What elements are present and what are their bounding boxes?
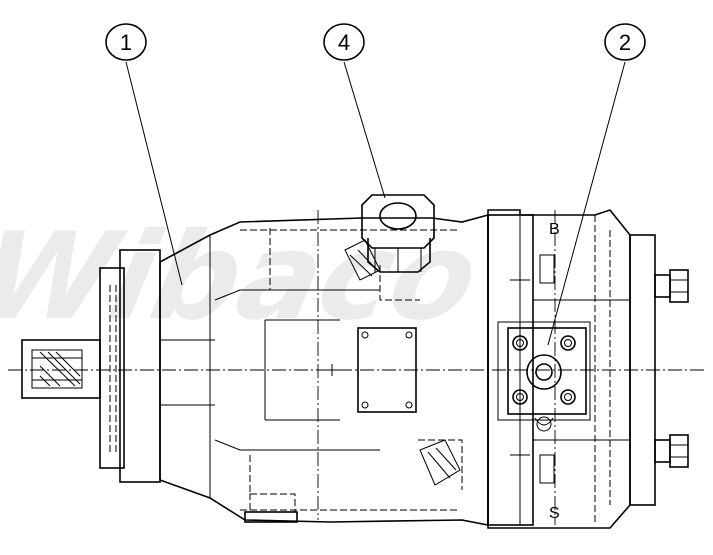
- port-block: [487, 209, 689, 529]
- balloon-4: 4: [323, 23, 365, 61]
- leader-line-1: [125, 61, 183, 286]
- leader-line-4: [343, 61, 386, 199]
- port-s-label: S: [549, 505, 560, 522]
- balloon-2: 2: [604, 23, 646, 61]
- drive-shaft: [21, 339, 101, 399]
- balloon-4-number: 4: [338, 30, 350, 55]
- port-b-label: B: [549, 221, 560, 238]
- balloon-2-number: 2: [619, 30, 631, 55]
- hex-plug: [361, 194, 435, 273]
- cover-plate: [357, 327, 417, 413]
- balloon-1: 1: [105, 23, 147, 61]
- watermark: Wibaco: [0, 206, 490, 346]
- balloon-1-number: 1: [120, 30, 132, 55]
- leader-line-2: [547, 61, 626, 346]
- mounting-flange: [99, 249, 161, 483]
- valve-flange: [497, 321, 591, 432]
- svg-text:Wibaco: Wibaco: [0, 206, 490, 346]
